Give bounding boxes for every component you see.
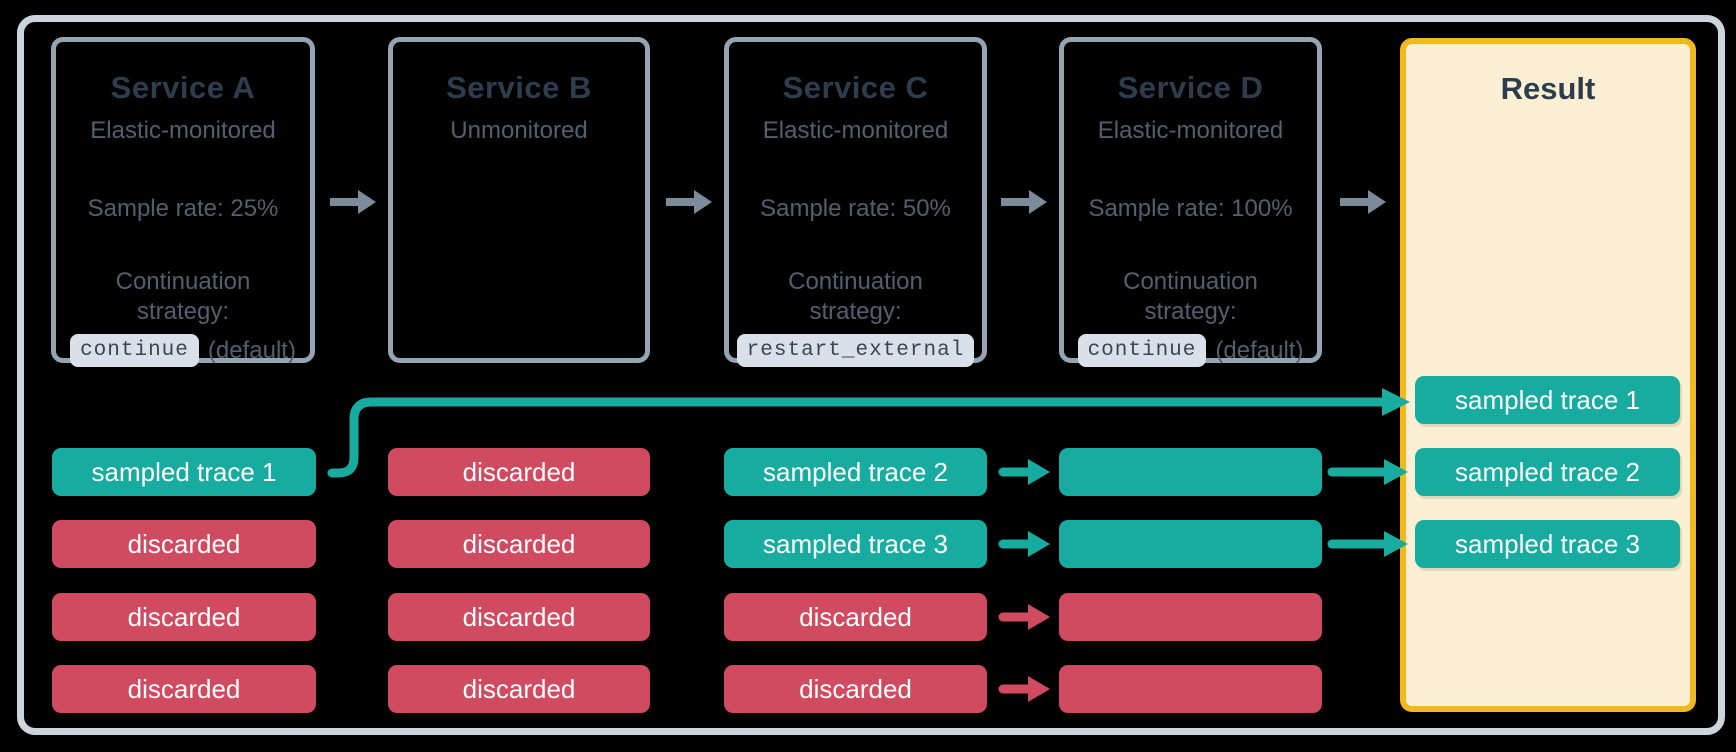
service-c-sample-rate: Sample rate: 50% bbox=[760, 195, 951, 222]
result-pill-3: sampled trace 3 bbox=[1415, 520, 1680, 568]
service-d-strategy-code: continue bbox=[1077, 334, 1207, 367]
service-d-box: Service D Elastic-monitored Sample rate:… bbox=[1059, 37, 1322, 367]
result-box: Result bbox=[1400, 38, 1696, 712]
service-b-subtitle: Unmonitored bbox=[450, 117, 588, 144]
trace-pill-d-2 bbox=[1059, 520, 1322, 568]
trace-pill-c-1: sampled trace 2 bbox=[724, 448, 987, 496]
trace-pill-b-1: discarded bbox=[388, 448, 650, 496]
service-a-strategy-code: continue bbox=[70, 334, 199, 367]
service-a-box: Service A Elastic-monitored Sample rate:… bbox=[51, 37, 315, 367]
service-a-strategy-default: (default) bbox=[207, 336, 296, 364]
diagram-frame bbox=[17, 15, 1725, 735]
service-a-sample-rate: Sample rate: 25% bbox=[87, 195, 279, 222]
trace-pill-c-4: discarded bbox=[724, 665, 987, 713]
service-c-box: Service C Elastic-monitored Sample rate:… bbox=[724, 37, 987, 367]
service-d-title: Service D bbox=[1117, 70, 1264, 105]
service-a-title: Service A bbox=[110, 70, 256, 105]
service-d-strategy-label: Continuation strategy: bbox=[1123, 268, 1258, 325]
service-c-title: Service C bbox=[782, 70, 929, 105]
service-a-subtitle: Elastic-monitored bbox=[90, 117, 276, 144]
trace-pill-c-3: discarded bbox=[724, 593, 987, 641]
service-d-subtitle: Elastic-monitored bbox=[1097, 117, 1284, 144]
service-b-box: Service B Unmonitored bbox=[388, 37, 650, 363]
trace-pill-a-2: discarded bbox=[52, 520, 316, 568]
trace-pill-b-3: discarded bbox=[388, 593, 650, 641]
service-c-subtitle: Elastic-monitored bbox=[762, 117, 949, 144]
service-c-strategy-value: restart_external bbox=[729, 334, 982, 367]
service-c-strategy-label: Continuation strategy: bbox=[788, 268, 923, 325]
service-a-strategy-label: Continuation strategy: bbox=[115, 268, 251, 325]
trace-pill-d-1 bbox=[1059, 448, 1322, 496]
trace-pill-d-3 bbox=[1059, 593, 1322, 641]
trace-pill-a-1: sampled trace 1 bbox=[52, 448, 316, 496]
trace-pill-a-4: discarded bbox=[52, 665, 316, 713]
trace-pill-b-2: discarded bbox=[388, 520, 650, 568]
result-pill-2: sampled trace 2 bbox=[1415, 448, 1680, 496]
service-c-strategy-code: restart_external bbox=[736, 334, 975, 367]
service-d-strategy-value: continue (default) bbox=[1064, 334, 1317, 367]
trace-pill-c-2: sampled trace 3 bbox=[724, 520, 987, 568]
trace-pill-b-4: discarded bbox=[388, 665, 650, 713]
service-a-strategy-value: continue (default) bbox=[56, 334, 310, 367]
service-d-sample-rate: Sample rate: 100% bbox=[1088, 195, 1293, 222]
trace-pill-d-4 bbox=[1059, 665, 1322, 713]
service-b-title: Service B bbox=[446, 70, 592, 105]
result-pill-1: sampled trace 1 bbox=[1415, 376, 1680, 424]
result-title: Result bbox=[1500, 71, 1596, 106]
service-d-strategy-default: (default) bbox=[1215, 336, 1304, 364]
trace-pill-a-3: discarded bbox=[52, 593, 316, 641]
